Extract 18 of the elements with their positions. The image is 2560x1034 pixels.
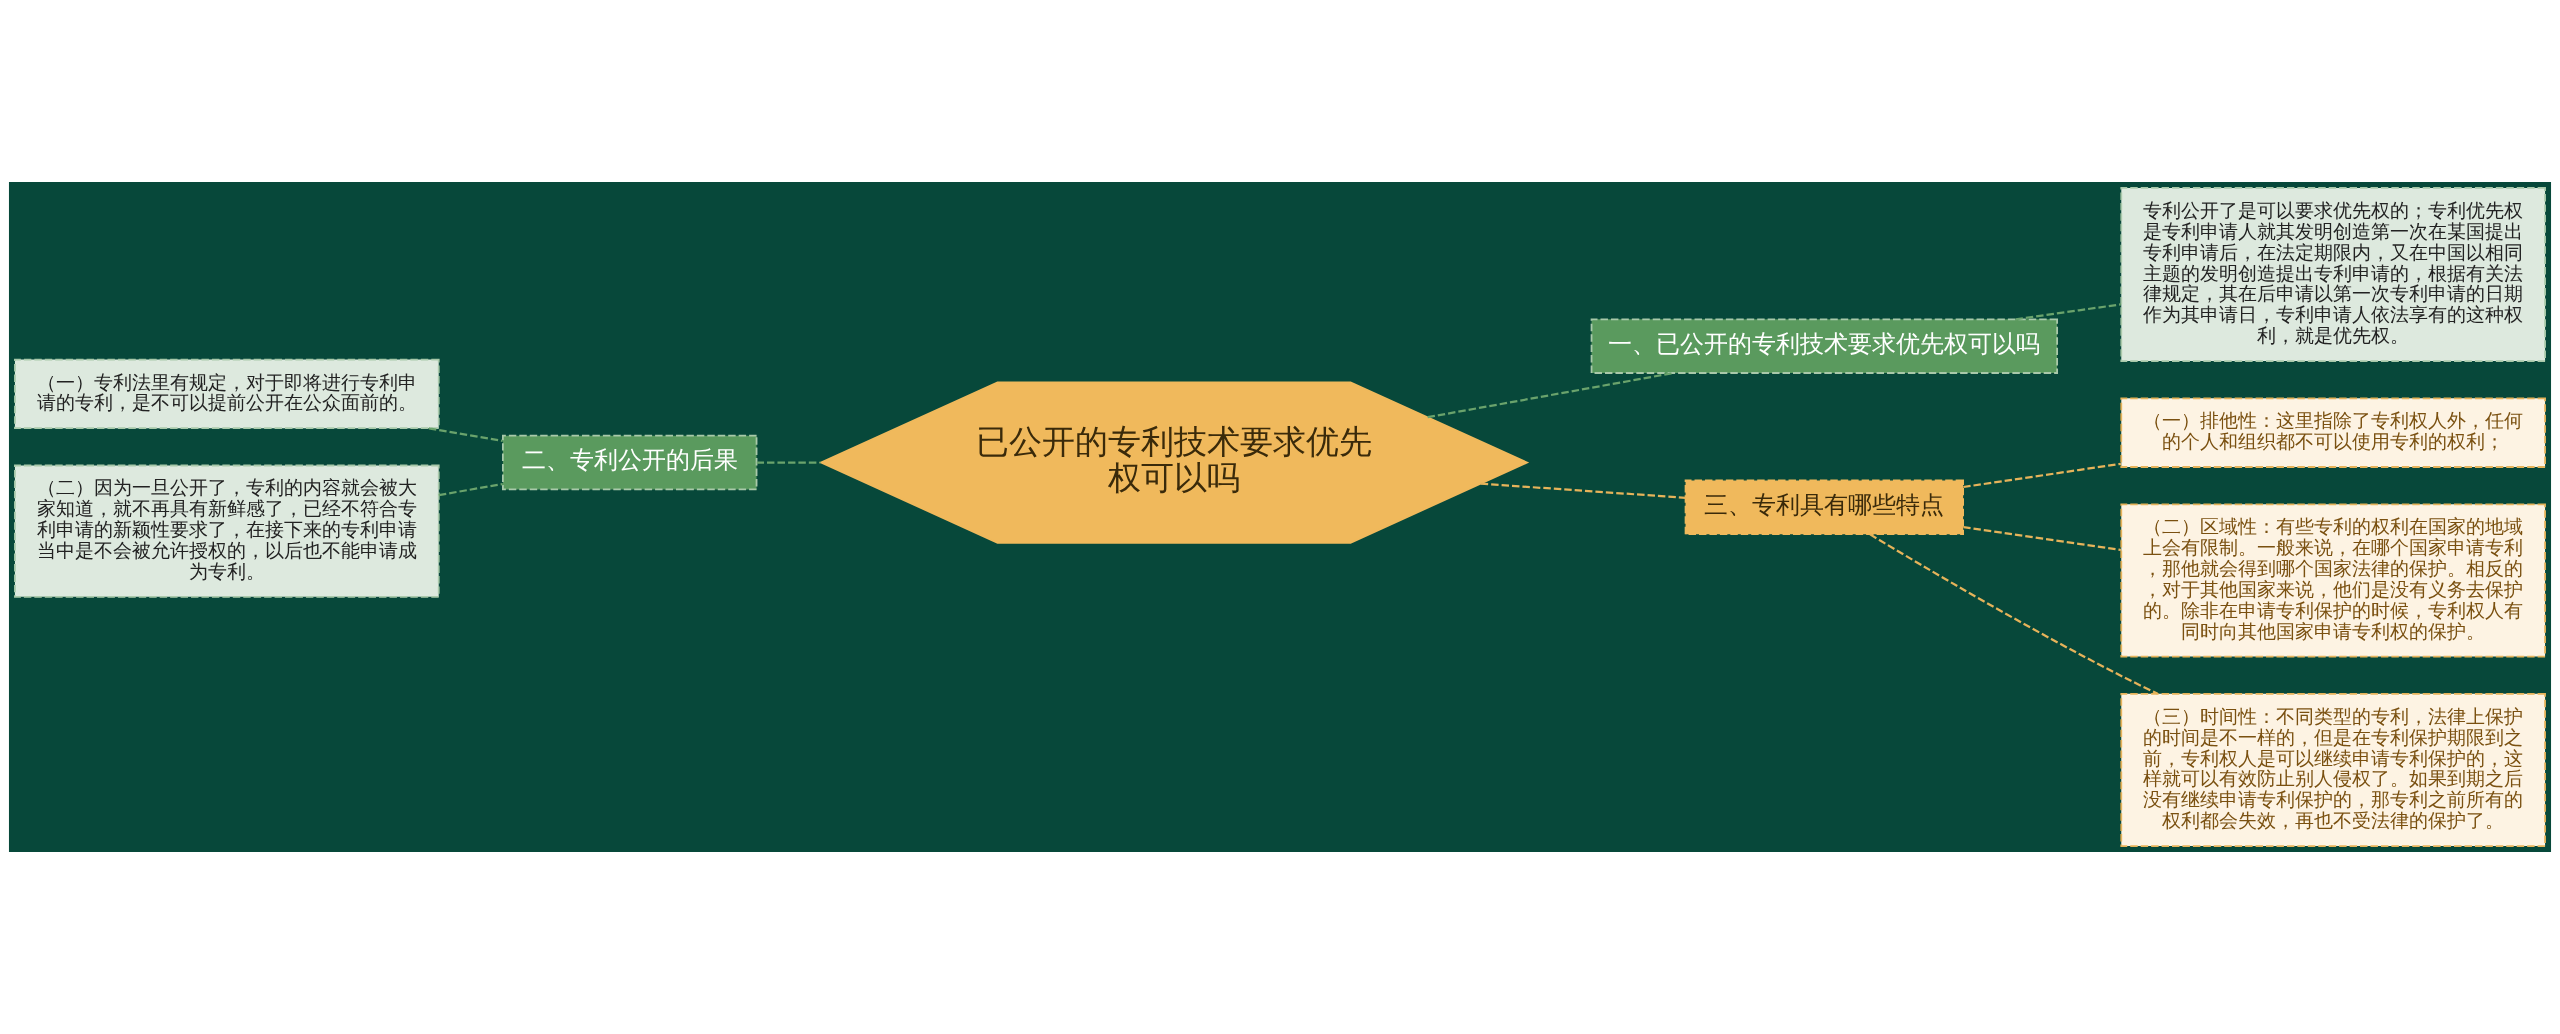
connector: [1480, 482, 1686, 499]
connector: [1963, 462, 2122, 489]
node-box: 二、专利公开的后果: [502, 434, 758, 491]
connector: [1427, 371, 1674, 419]
connector: [1869, 533, 2159, 695]
node-box: （二）区域性：有些专利的权利在国家的地域上会有限制。一般来说，在哪个国家申请专利，那他就会得到哪个国家法律的保护。相反的，对于其他国家来说，他们是没有义务去保护的。除非在申请专利保护的时候，专利权人有同时向其他国家申请专利权的保护。: [2120, 503, 2546, 658]
connector: [428, 427, 503, 443]
connector: [756, 461, 821, 464]
node-box: 一、已公开的专利技术要求优先权可以吗: [1590, 318, 2058, 374]
connector: [2015, 303, 2121, 321]
node-box: （三）时间性：不同类型的专利，法律上保护的时间是不一样的，但是在专利保护期限到之前，专利权人是可以继续申请专利保护的，这样就可以有效防止别人侵权了。如果到期之后没有继续申请专利保护的，那专利之前所有的权利都会失效，再也不受法律的保护了。: [2120, 692, 2546, 847]
node-box: 三、专利具有哪些特点: [1684, 479, 1964, 536]
node-box: （二）因为一旦公开了，专利的内容就会被大家知道，就不再具有新鲜感了，已经不符合专利申请的新颖性要求了，在接下来的专利申请当中是不会被允许授权的，以后也不能申请成为专利。: [14, 464, 440, 598]
connector: [1963, 526, 2122, 552]
node-box: （一）专利法里有规定，对于即将进行专利申请的专利，是不可以提前公开在公众面前的。: [14, 358, 440, 430]
connector: [438, 482, 503, 497]
node-box: （一）排他性：这里指除了专利权人外，任何的个人和组织都不可以使用专利的权利；: [2120, 397, 2546, 468]
node-box: 专利公开了是可以要求优先权的；专利优先权是专利申请人就其发明创造第一次在某国提出专利申请后，在法定期限内，又在中国以相同主题的发明创造提出专利申请的，根据有关法律规定，其在后申请以第一次专利申请的日期作为其申请日，专利申请人依法享有的这种权利，就是优先权。: [2120, 187, 2546, 362]
